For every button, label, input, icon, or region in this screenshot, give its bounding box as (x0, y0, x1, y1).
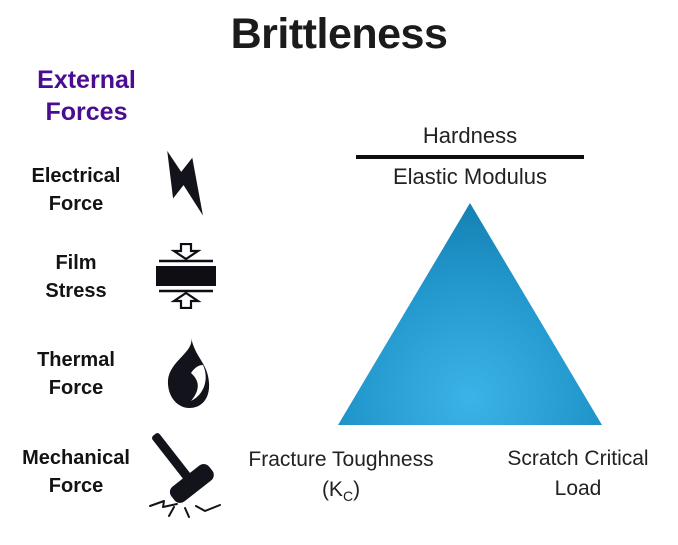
flame-icon (167, 337, 210, 408)
thermal-force-label: Thermal Force (37, 349, 115, 399)
film-compression-icon (156, 243, 216, 309)
fracture-toughness-line1: Fracture Toughness (248, 448, 434, 471)
lightning-bolt-icon (167, 150, 203, 216)
page-title: Brittleness (230, 10, 448, 58)
external-forces-heading: External Forces (37, 66, 136, 126)
equation-numerator: Hardness (422, 123, 518, 148)
scratch-critical-load-label: Scratch Critical Load (507, 447, 649, 500)
hammer-icon (149, 433, 221, 518)
brittleness-triangle (338, 203, 602, 425)
electrical-force-label: Electrical Force (31, 165, 121, 215)
fracture-toughness-label: Fracture Toughness (KC) (220, 445, 462, 505)
kc-pre: (K (321, 478, 343, 501)
fraction-bar (356, 155, 584, 159)
kc-post: ) (353, 478, 361, 501)
mechanical-force-label: Mechanical Force (22, 447, 130, 497)
kc-subscript: C (342, 488, 354, 505)
equation-denominator: Elastic Modulus (392, 164, 548, 189)
brittleness-equation: Hardness Elastic Modulus (340, 122, 600, 191)
film-stress-label: Film Stress (45, 252, 107, 302)
